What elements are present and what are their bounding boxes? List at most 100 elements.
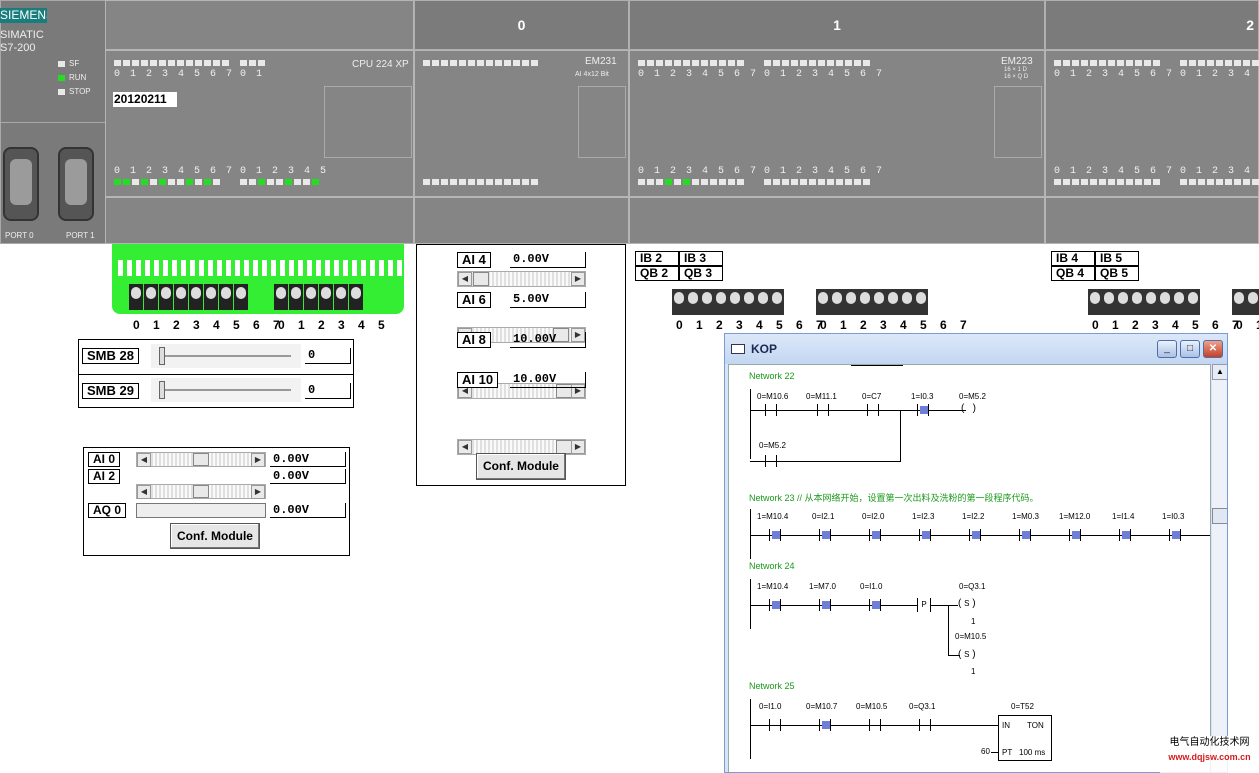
input-switch[interactable] <box>742 289 756 315</box>
input-switch[interactable] <box>1246 289 1259 315</box>
ladder-contact[interactable] <box>1019 529 1031 541</box>
scroll-right-icon[interactable]: ▶ <box>251 453 265 467</box>
ladder-contact[interactable] <box>819 529 831 541</box>
em231-name: EM231 <box>585 56 617 67</box>
ai4-scrollbar[interactable]: ◀▶ <box>457 271 586 287</box>
cpu-conf-module-button[interactable]: Conf. Module <box>170 523 260 549</box>
ladder-contact[interactable] <box>869 529 881 541</box>
input-switch[interactable] <box>1130 289 1144 315</box>
input-switch[interactable] <box>686 289 700 315</box>
ai10-scrollbar[interactable]: ◀▶ <box>457 439 586 455</box>
input-switch[interactable] <box>816 289 830 315</box>
input-switch[interactable] <box>844 289 858 315</box>
input-switch[interactable] <box>1088 289 1102 315</box>
scroll-left-icon[interactable]: ◀ <box>458 440 472 454</box>
cpu-display: 20120211 <box>113 92 177 107</box>
ladder-contact[interactable] <box>969 529 981 541</box>
set-coil[interactable]: ( S ) <box>958 649 976 660</box>
ladder-contact[interactable] <box>819 599 831 611</box>
input-switch[interactable] <box>872 289 886 315</box>
close-button[interactable]: ✕ <box>1203 340 1223 358</box>
scroll-left-icon[interactable]: ◀ <box>137 453 151 467</box>
ladder-contact[interactable] <box>817 404 829 416</box>
input-switch[interactable] <box>334 284 348 310</box>
ai0-scrollbar[interactable]: ◀▶ <box>136 452 266 467</box>
ladder-contact[interactable] <box>1119 529 1131 541</box>
ladder-contact[interactable] <box>769 529 781 541</box>
scroll-right-icon[interactable]: ▶ <box>251 485 265 499</box>
input-switch[interactable] <box>219 284 233 310</box>
input-switch[interactable] <box>274 284 288 310</box>
ladder-view[interactable]: Network 22 0=M10.6 0=M11.1 0=C7 1=I0.3 0… <box>728 364 1211 772</box>
input-switch[interactable] <box>830 289 844 315</box>
scroll-right-icon[interactable]: ▶ <box>571 440 585 454</box>
input-switch[interactable] <box>1158 289 1172 315</box>
input-switch[interactable] <box>700 289 714 315</box>
ai10-value: 10.00V <box>510 372 586 388</box>
kop-vertical-scrollbar[interactable]: ▲ <box>1212 364 1227 772</box>
input-switch[interactable] <box>159 284 173 310</box>
input-switch[interactable] <box>1144 289 1158 315</box>
positive-edge-box[interactable]: P <box>917 598 931 612</box>
input-switch[interactable] <box>304 284 318 310</box>
input-switch[interactable] <box>1232 289 1246 315</box>
timer-base: 100 ms <box>1019 748 1046 757</box>
input-switch[interactable] <box>349 284 363 310</box>
input-switch[interactable] <box>1116 289 1130 315</box>
ladder-contact[interactable] <box>917 404 929 416</box>
input-switch[interactable] <box>714 289 728 315</box>
network-23-label: Network 23 // 从本网络开始，设置第一次出料及洗粉的第一段程序代码。 <box>749 493 1039 503</box>
smb28-slider[interactable] <box>151 344 301 368</box>
ladder-contact[interactable] <box>1069 529 1081 541</box>
ladder-coil[interactable]: ( ) <box>961 403 976 414</box>
input-switch[interactable] <box>129 284 143 310</box>
ladder-contact[interactable] <box>869 719 881 731</box>
input-switch[interactable] <box>1186 289 1200 315</box>
input-switch[interactable] <box>900 289 914 315</box>
input-switch[interactable] <box>1102 289 1116 315</box>
set-coil[interactable]: ( S ) <box>958 598 976 609</box>
ladder-contact[interactable] <box>919 719 931 731</box>
kop-titlebar[interactable]: KOP <box>725 334 1227 364</box>
scroll-up-icon[interactable]: ▲ <box>1212 364 1227 380</box>
input-switch[interactable] <box>204 284 218 310</box>
input-switch[interactable] <box>174 284 188 310</box>
ladder-contact[interactable] <box>1169 529 1181 541</box>
ladder-contact[interactable] <box>769 599 781 611</box>
ladder-contact[interactable] <box>869 599 881 611</box>
ladder-contact[interactable] <box>919 529 931 541</box>
scroll-left-icon[interactable]: ◀ <box>458 272 472 286</box>
input-switch[interactable] <box>728 289 742 315</box>
ladder-contact[interactable] <box>765 455 777 467</box>
ton-timer-box[interactable]: IN TON PT 100 ms <box>998 715 1052 761</box>
input-switch[interactable] <box>770 289 784 315</box>
input-switch[interactable] <box>144 284 158 310</box>
ladder-contact[interactable] <box>769 719 781 731</box>
input-switch[interactable] <box>234 284 248 310</box>
scroll-left-icon[interactable]: ◀ <box>137 485 151 499</box>
input-switch[interactable] <box>672 289 686 315</box>
input-switch[interactable] <box>319 284 333 310</box>
port1-connector[interactable] <box>58 147 94 221</box>
smb29-slider[interactable] <box>151 378 301 402</box>
ladder-contact[interactable] <box>765 404 777 416</box>
port0-connector[interactable] <box>3 147 39 221</box>
scroll-right-icon[interactable]: ▶ <box>571 272 585 286</box>
em223-name: EM223 <box>1001 56 1033 67</box>
minimize-button[interactable]: _ <box>1157 340 1177 358</box>
input-switch[interactable] <box>914 289 928 315</box>
input-switch[interactable] <box>189 284 203 310</box>
ladder-contact[interactable] <box>819 719 831 731</box>
input-switch[interactable] <box>886 289 900 315</box>
input-switch[interactable] <box>858 289 872 315</box>
input-switch[interactable] <box>1172 289 1186 315</box>
input-switch[interactable] <box>289 284 303 310</box>
ladder-contact[interactable] <box>867 404 879 416</box>
em231-conf-module-button[interactable]: Conf. Module <box>476 453 566 480</box>
contact-label: 0=I1.0 <box>759 702 782 711</box>
ai2-scrollbar[interactable]: ◀▶ <box>136 484 266 499</box>
scroll-thumb[interactable] <box>1212 508 1227 524</box>
maximize-button[interactable]: □ <box>1180 340 1200 358</box>
input-switch[interactable] <box>756 289 770 315</box>
scroll-right-icon[interactable]: ▶ <box>571 328 585 342</box>
